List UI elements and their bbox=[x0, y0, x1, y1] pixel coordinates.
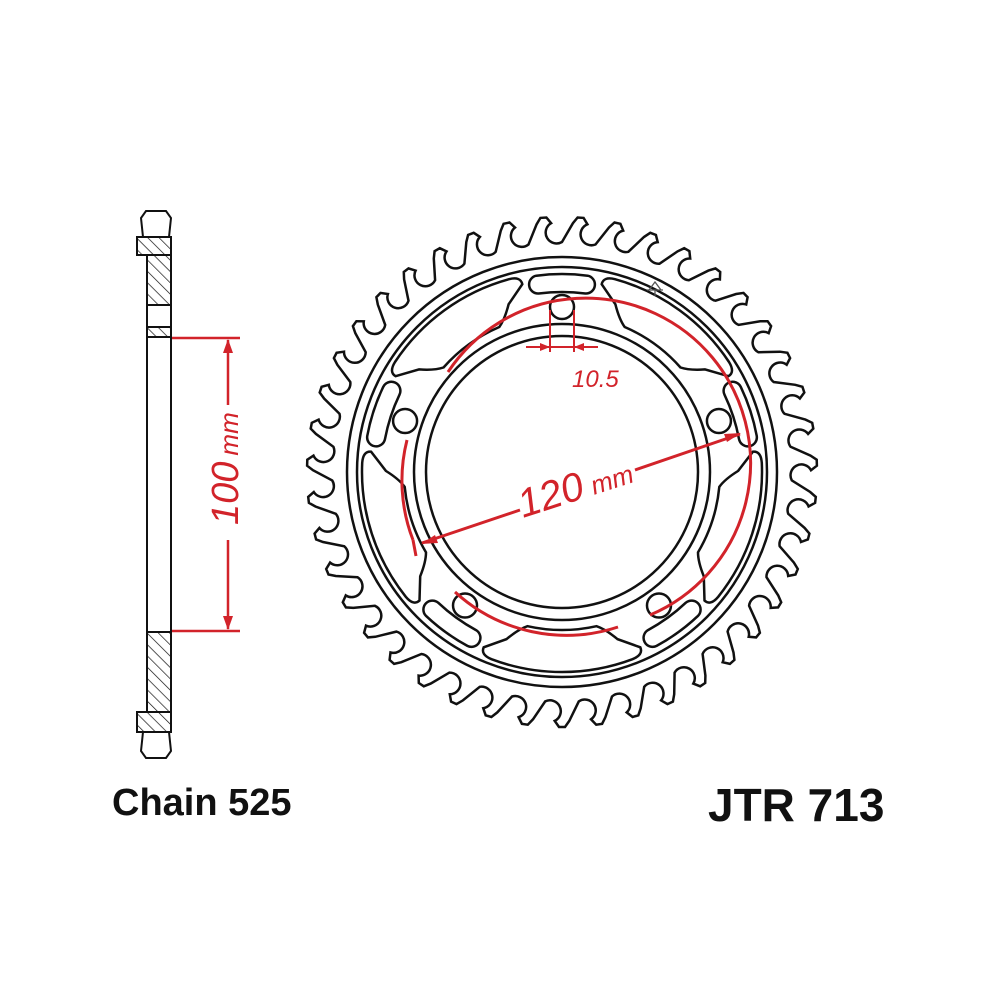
bore-dimension bbox=[172, 336, 240, 633]
bore-dimension-value: 100mm bbox=[205, 412, 247, 525]
bolt-hole bbox=[391, 407, 419, 435]
lightening-window bbox=[481, 624, 643, 674]
bolt-hole bbox=[548, 293, 576, 321]
slot-cutout bbox=[422, 599, 482, 649]
pcd-dimension-value: 120mm bbox=[512, 448, 638, 526]
bolt-hole bbox=[451, 592, 479, 619]
bolt-hole bbox=[705, 407, 733, 435]
lightening-window bbox=[600, 277, 734, 378]
slot-cutout bbox=[642, 599, 702, 649]
pcd-arc-left bbox=[400, 439, 415, 541]
center-bore bbox=[424, 334, 700, 610]
part-number-label: JTR 713 bbox=[708, 779, 885, 831]
side-view-top-hub bbox=[136, 236, 172, 256]
pcd-arc-top bbox=[446, 296, 753, 617]
lightening-window bbox=[360, 450, 428, 604]
side-view-bore bbox=[146, 336, 172, 633]
bolt-hole-dimension bbox=[526, 310, 598, 352]
side-view-bottom-tooth bbox=[139, 731, 173, 759]
sprocket-inner-ring bbox=[355, 265, 769, 679]
side-view-bottom-hub bbox=[136, 711, 172, 733]
chain-label: Chain 525 bbox=[112, 782, 292, 824]
logo-mark-icon bbox=[647, 280, 663, 296]
lightening-window bbox=[696, 450, 764, 604]
sprocket-body-circle bbox=[345, 255, 779, 689]
side-view-top-tooth bbox=[139, 210, 173, 238]
lightening-window bbox=[390, 277, 524, 378]
bolt-hole-dimension-value: 10.5 bbox=[572, 366, 619, 393]
sprocket-front-view bbox=[305, 216, 819, 729]
slot-cutout bbox=[527, 272, 597, 295]
pcd-arc-bottom bbox=[453, 590, 619, 637]
sprocket-teeth-outline bbox=[305, 216, 819, 729]
side-view bbox=[136, 210, 173, 759]
slot-cutout bbox=[365, 380, 402, 448]
pcd-dimension bbox=[400, 296, 753, 637]
bore-ring bbox=[412, 322, 712, 622]
